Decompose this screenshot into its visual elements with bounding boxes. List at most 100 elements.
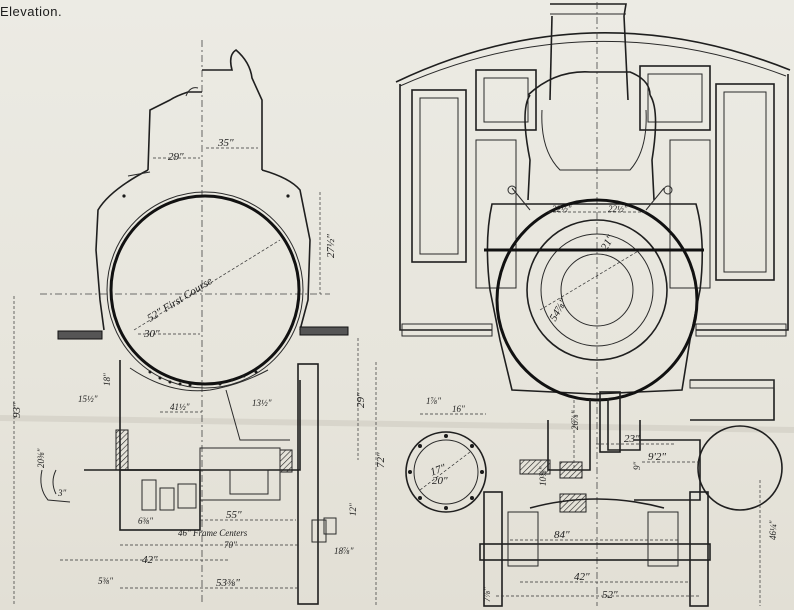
- dim-20-right: 20": [432, 475, 448, 487]
- wheel-right: [689, 491, 709, 607]
- cab-panel-right: [715, 83, 775, 281]
- lamp-right: [663, 185, 673, 195]
- dim-9: 9": [632, 462, 642, 471]
- dim-20: 20⅜": [36, 448, 46, 468]
- buffer-hook: [40, 469, 71, 503]
- cab-door-left: [475, 139, 517, 289]
- dome-right-outline: [202, 49, 263, 170]
- axle-nut: [323, 517, 337, 535]
- dim-30: 30": [143, 328, 160, 340]
- boiler-lagging: [106, 191, 304, 389]
- dome-top: [185, 87, 199, 97]
- dim-13: 13½": [252, 398, 272, 408]
- frame-left-leg: [547, 398, 591, 471]
- door-diameter-line: [539, 249, 641, 311]
- smokebox-door-hub: [560, 253, 634, 327]
- cab-roof-outer: [395, 32, 791, 83]
- frame-right-leg: [607, 398, 641, 451]
- crank-hatch: [559, 493, 587, 513]
- frame-hatch-left: [115, 429, 129, 471]
- rear-beam-top: [689, 379, 775, 389]
- frame-hatch-right: [279, 449, 293, 473]
- dim-23: 23": [624, 433, 640, 445]
- drawing-title: Elevation.: [0, 4, 62, 19]
- right-end-view: 22½" 22½" 21" 54⅞" 16" 1⅞" 26⅞" 23" 17" …: [395, 2, 791, 607]
- dim-52: 52": [602, 589, 618, 601]
- rear-beam: [690, 379, 775, 421]
- dim-16: 16": [452, 404, 465, 414]
- dim-84: 84": [554, 529, 570, 541]
- spring-hanger-3: [177, 483, 197, 509]
- slide-hatch: [559, 461, 583, 479]
- guide-bars: [634, 439, 701, 501]
- dim-17: 17": [429, 462, 448, 479]
- cab-roof-inner: [399, 40, 787, 87]
- dim-18: 18": [102, 373, 112, 386]
- chimney-left: [549, 15, 553, 101]
- right-running-board: [299, 326, 349, 336]
- crank-arc: [529, 498, 665, 509]
- dim-42: 42": [142, 554, 158, 566]
- spring-hanger-2: [159, 487, 175, 511]
- dim-72: 72": [375, 452, 387, 468]
- right-cylinder: [697, 425, 783, 511]
- dome-top: [527, 71, 651, 96]
- dim-27: 27½": [325, 234, 337, 258]
- dim-10: 10⅜": [538, 466, 548, 486]
- buffer-hook-inner: [52, 469, 57, 495]
- frame-outline: [119, 360, 301, 471]
- dim-29: 29": [168, 151, 184, 163]
- cab-left-wall: [399, 84, 492, 331]
- boiler-shell: [109, 194, 301, 386]
- cab-window-left: [475, 69, 537, 131]
- dome-left: [524, 94, 531, 201]
- spring-hanger-1: [141, 479, 157, 511]
- first-course-dimension-line: [133, 239, 281, 331]
- wheel-left: [483, 491, 503, 607]
- cab-door-right: [669, 139, 711, 289]
- chimney-right: [550, 3, 629, 101]
- cylinder-cover: [229, 469, 269, 495]
- dome-right: [649, 94, 657, 201]
- dim-18b: 18⅞": [334, 546, 354, 556]
- smokebox-door: [526, 219, 668, 361]
- cylinder-bore: [413, 439, 479, 505]
- saddle-leg: [225, 389, 290, 441]
- dim-9-2: 9'2": [648, 451, 666, 463]
- rivets-left: [122, 194, 290, 387]
- saddle-curve: [129, 367, 269, 392]
- axle-box-edge: [311, 519, 327, 543]
- side-plate-line: [127, 171, 151, 177]
- frame-hatch: [519, 459, 551, 475]
- dim-15: 15½": [78, 394, 98, 404]
- cylinder-studs: [408, 434, 484, 510]
- dim-1-7-8: 1⅞": [426, 396, 441, 406]
- dim-22-left: 22½": [552, 204, 572, 214]
- cab-right-wall: [696, 74, 789, 331]
- left-running-board: [57, 330, 103, 340]
- dim-29-vertical: 29": [355, 392, 367, 408]
- lower-frame-block: [119, 469, 201, 531]
- dim-6: 6⅜": [138, 516, 153, 526]
- smokebox-door-ring: [540, 233, 654, 347]
- dim-22-right: 22½": [608, 204, 628, 214]
- dim-26: 26⅞": [570, 410, 580, 430]
- firebox-right-side: [261, 169, 311, 331]
- cab-left-footplate: [401, 323, 493, 337]
- axle: [479, 543, 711, 561]
- lamp-left: [507, 185, 517, 195]
- smokebox-door-outer: [495, 198, 699, 402]
- dim-46: 46¼": [768, 520, 778, 540]
- cab-panel-right-inner: [723, 91, 767, 273]
- cylinder-diameter-line: [419, 451, 471, 491]
- dim-12: 12": [348, 503, 358, 516]
- dim-3: 3": [57, 488, 67, 498]
- driving-wheel-edge: [297, 363, 319, 605]
- lamp-bracket-right: [645, 187, 665, 211]
- cylinder-end: [405, 431, 487, 513]
- cab-right-footplate: [695, 323, 787, 337]
- dim-42-right: 42": [574, 571, 590, 583]
- dim-93: 93": [11, 402, 23, 418]
- center-frame: [599, 391, 621, 453]
